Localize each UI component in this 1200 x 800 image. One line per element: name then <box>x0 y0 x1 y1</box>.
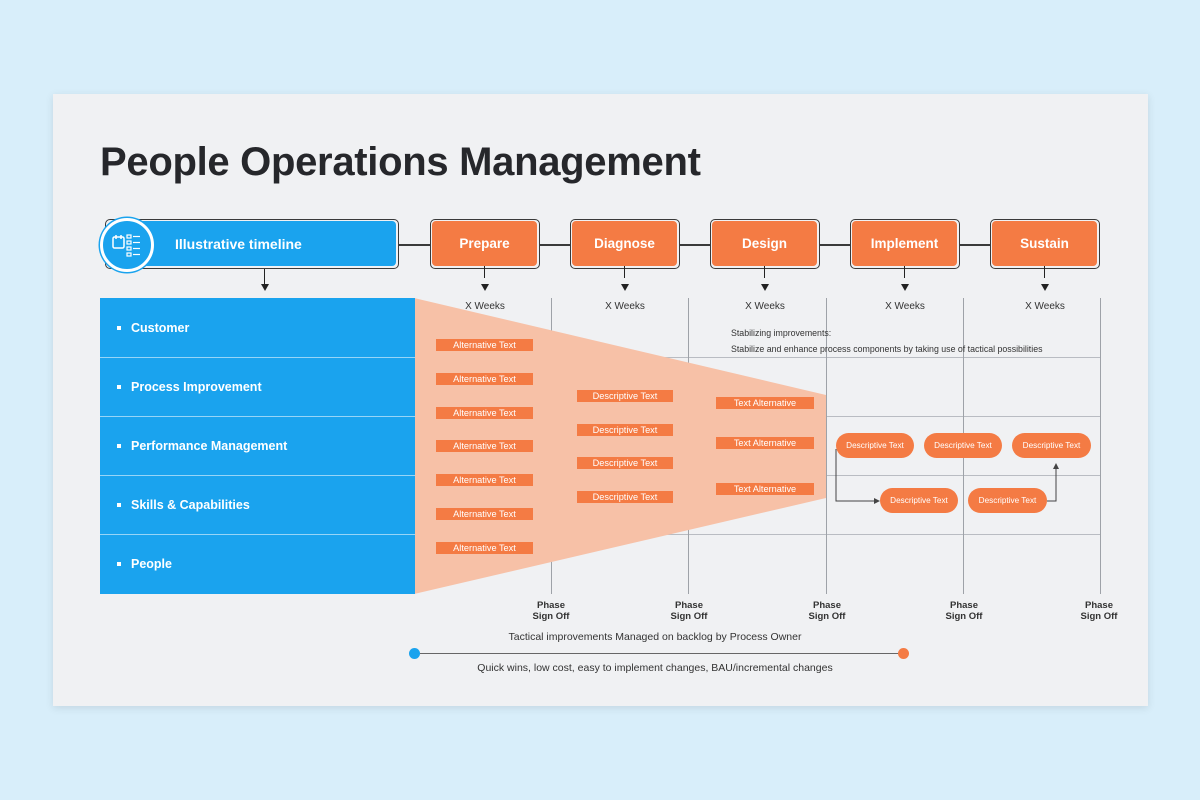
arrow-down-icon <box>1041 284 1049 291</box>
timeline-label: Illustrative timeline <box>175 235 302 252</box>
timeline-line <box>420 653 904 654</box>
arrow-down-icon <box>901 284 909 291</box>
duration-implement: X Weeks <box>885 301 925 312</box>
page-title: People Operations Management <box>100 140 701 184</box>
phase-design: Design <box>712 221 817 266</box>
phase-prepare: Prepare <box>432 221 537 266</box>
phase-sustain: Sustain <box>992 221 1097 266</box>
row-separator <box>100 357 415 358</box>
header-connector <box>540 244 570 246</box>
arrow-down-icon <box>261 284 269 291</box>
flow-pill: Descriptive Text <box>1012 433 1091 458</box>
diagnose-tag: Descriptive Text <box>577 491 673 503</box>
arrow-down-icon <box>621 284 629 291</box>
design-tag: Text Alternative <box>716 397 814 409</box>
row-label-panel <box>100 298 415 594</box>
prepare-tag: Alternative Text <box>436 407 533 419</box>
duration-diagnose: X Weeks <box>605 301 645 312</box>
funnel-shape <box>414 298 826 594</box>
note-heading: Stabilizing improvements: <box>731 328 832 338</box>
prepare-tag: Alternative Text <box>436 339 533 351</box>
prepare-tag: Alternative Text <box>436 474 533 486</box>
checklist-calendar-icon <box>100 218 154 272</box>
diagnose-tag: Descriptive Text <box>577 424 673 436</box>
prepare-tag: Alternative Text <box>436 440 533 452</box>
flow-connectors <box>835 449 1059 504</box>
bottom-caption: Quick wins, low cost, easy to implement … <box>477 662 833 674</box>
design-tag: Text Alternative <box>716 483 814 495</box>
row-separator <box>100 534 415 535</box>
header-connector <box>820 244 850 246</box>
flow-pill: Descriptive Text <box>880 488 958 513</box>
duration-prepare: X Weeks <box>465 301 505 312</box>
timeline-header: Illustrative timeline <box>118 221 396 266</box>
header-connector <box>960 244 990 246</box>
row-separator <box>100 416 415 417</box>
arrow-stem <box>624 266 626 278</box>
arrow-down-icon <box>761 284 769 291</box>
design-tag: Text Alternative <box>716 437 814 449</box>
arrow-stem <box>1044 266 1046 278</box>
grid-line <box>414 534 1101 535</box>
timeline-start-dot <box>409 648 420 659</box>
flow-pill: Descriptive Text <box>968 488 1047 513</box>
arrow-stem <box>904 266 906 278</box>
top-caption: Tactical improvements Managed on backlog… <box>508 631 802 643</box>
slide: People Operations Management Illustrativ… <box>53 94 1148 706</box>
arrow-down-icon <box>481 284 489 291</box>
row-customer: Customer <box>100 298 416 357</box>
row-separator <box>100 475 415 476</box>
header-connector <box>399 244 430 246</box>
header-connector <box>680 244 710 246</box>
note-body: Stabilize and enhance process components… <box>731 344 1043 354</box>
duration-design: X Weeks <box>745 301 785 312</box>
duration-sustain: X Weeks <box>1025 301 1065 312</box>
timeline-end-dot <box>898 648 909 659</box>
phase-diagnose: Diagnose <box>572 221 677 266</box>
row-skills-capabilities: Skills & Capabilities <box>100 475 416 534</box>
grid-line <box>414 357 1101 358</box>
phase-divider <box>826 298 827 594</box>
diagnose-tag: Descriptive Text <box>577 390 673 402</box>
diagnose-tag: Descriptive Text <box>577 457 673 469</box>
prepare-tag: Alternative Text <box>436 542 533 554</box>
flow-pill: Descriptive Text <box>836 433 914 458</box>
row-people: People <box>100 534 416 594</box>
flow-pill: Descriptive Text <box>924 433 1002 458</box>
phase-divider <box>1100 298 1101 594</box>
row-process-improvement: Process Improvement <box>100 357 416 416</box>
phase-implement: Implement <box>852 221 957 266</box>
row-performance-management: Performance Management <box>100 416 416 475</box>
prepare-tag: Alternative Text <box>436 373 533 385</box>
arrow-stem <box>264 269 266 285</box>
arrow-stem <box>484 266 486 278</box>
prepare-tag: Alternative Text <box>436 508 533 520</box>
arrow-stem <box>764 266 766 278</box>
